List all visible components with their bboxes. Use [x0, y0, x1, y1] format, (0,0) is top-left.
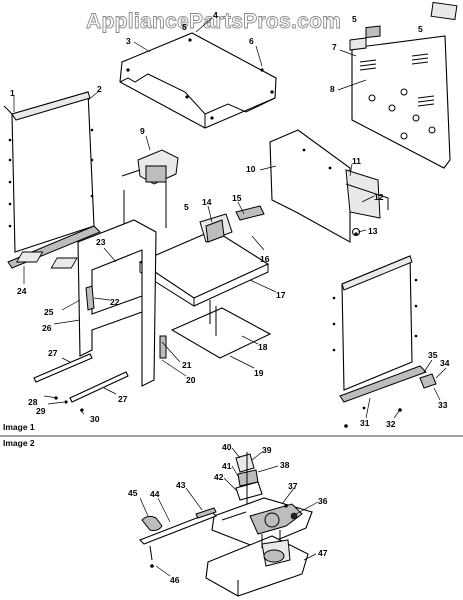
- right-inner-panel: [235, 129, 389, 243]
- callout-20: 20: [186, 375, 196, 385]
- watermark-text: AppliancePartsPros.com: [86, 10, 341, 33]
- mechanism-plate: [211, 497, 313, 549]
- callout-34: 34: [440, 358, 450, 368]
- callout-13: 13: [368, 226, 378, 236]
- front-frame: [77, 219, 167, 387]
- callout-35: 35: [428, 350, 438, 360]
- callout-5-top: 5: [182, 22, 187, 32]
- callout-46: 46: [170, 575, 180, 585]
- image1-label: Image 1: [3, 422, 35, 432]
- callout-27-upper: 27: [48, 348, 58, 358]
- callout-30: 30: [90, 414, 100, 424]
- callout-47: 47: [318, 548, 328, 558]
- callout-38: 38: [280, 460, 290, 470]
- callout-6: 6: [249, 36, 254, 46]
- callout-41: 41: [222, 461, 232, 471]
- callout-4: 4: [213, 10, 218, 20]
- callout-39: 39: [262, 445, 272, 455]
- callout-7: 7: [332, 42, 337, 52]
- callout-16: 16: [260, 254, 270, 264]
- callout-22: 22: [110, 297, 120, 307]
- rear-panel: [349, 1, 458, 169]
- callout-36: 36: [318, 496, 328, 506]
- burner-assembly: [121, 149, 179, 245]
- callout-10: 10: [246, 164, 256, 174]
- callout-27-lower: 27: [118, 394, 128, 404]
- callout-32: 32: [386, 419, 396, 429]
- callout-24: 24: [17, 286, 27, 296]
- callout-1: 1: [10, 88, 15, 98]
- callout-17: 17: [276, 290, 286, 300]
- bottom-plate: [170, 300, 272, 359]
- callout-5-clip: 5: [418, 24, 423, 34]
- callout-43: 43: [176, 480, 186, 490]
- callout-44: 44: [150, 489, 160, 499]
- callout-45: 45: [128, 488, 138, 498]
- valve-stack: [235, 452, 263, 506]
- callout-40: 40: [222, 442, 232, 452]
- callout-23: 23: [96, 237, 106, 247]
- callout-11: 11: [352, 156, 361, 166]
- callout-28: 28: [28, 397, 38, 407]
- image1-callouts: 1 2 3 4 5 6 5 5 7 8 9 10 11 12 13 14 15 …: [10, 10, 450, 429]
- callout-8: 8: [330, 84, 335, 94]
- callout-3: 3: [126, 36, 131, 46]
- image2-callouts: 40 39 38 41 42 37 36 43 44 45 46 47: [128, 442, 328, 585]
- callout-25: 25: [44, 307, 54, 317]
- drawer-rails: [33, 353, 129, 412]
- shaft-and-knob: [139, 507, 217, 568]
- callout-18: 18: [258, 342, 268, 352]
- callout-9: 9: [140, 126, 145, 136]
- callout-26: 26: [42, 323, 52, 333]
- image2-leader-lines: [139, 447, 319, 577]
- callout-14: 14: [202, 197, 212, 207]
- top-cover-panel: [119, 32, 277, 129]
- callout-21: 21: [182, 360, 192, 370]
- callout-33: 33: [438, 400, 448, 410]
- callout-42: 42: [214, 472, 224, 482]
- callout-12: 12: [374, 192, 384, 202]
- image2-label: Image 2: [3, 438, 35, 448]
- callout-37: 37: [288, 481, 298, 491]
- motor-base: [205, 530, 309, 597]
- callout-19: 19: [254, 368, 264, 378]
- callout-29: 29: [36, 406, 46, 416]
- support-plate: [15, 213, 270, 307]
- callout-5-bracket: 5: [184, 202, 189, 212]
- callout-15: 15: [232, 193, 242, 203]
- callout-31: 31: [360, 418, 370, 428]
- callout-2: 2: [97, 84, 102, 94]
- image1-leader-lines: [13, 17, 447, 419]
- callout-5-rear: 5: [352, 14, 357, 24]
- right-side-panel: [332, 255, 437, 428]
